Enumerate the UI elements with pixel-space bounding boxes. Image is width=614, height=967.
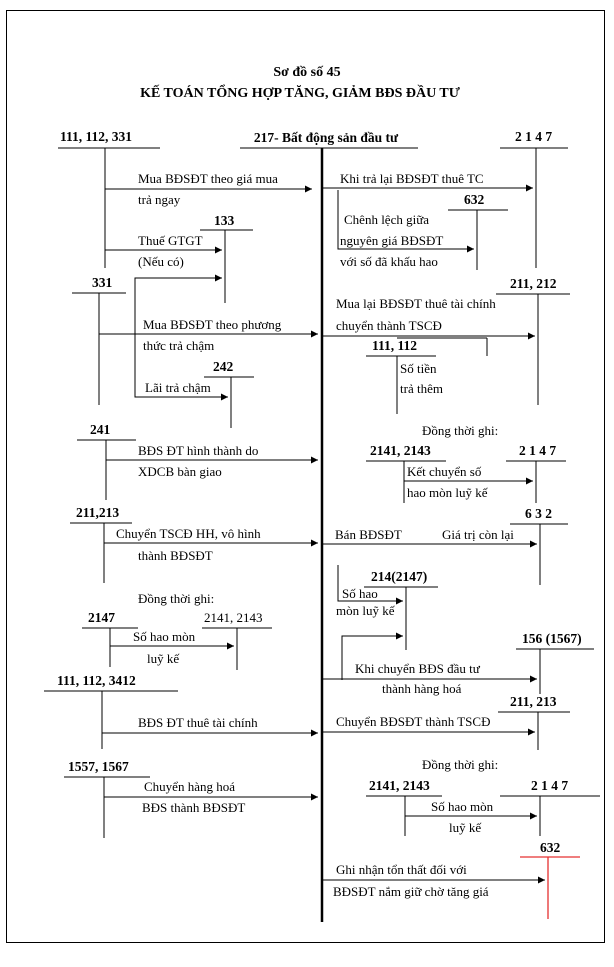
label-transfer-dep: Kết chuyển số <box>407 464 482 479</box>
label-concurrent-right-2: Đồng thời ghi: <box>422 757 498 772</box>
account-2147-left: 2147 <box>88 610 115 625</box>
account-242: 242 <box>213 359 234 374</box>
diagram-frame <box>6 10 605 943</box>
arrow-acc-dep-mid <box>337 565 403 605</box>
label-acc-dep-left-2: luỹ kế <box>147 651 180 666</box>
diagram-number: Sơ đồ số 45 <box>273 65 340 80</box>
account-2141-2143-left: 2141, 2143 <box>204 610 263 625</box>
label-goods-to: Chuyển hàng hoá <box>144 779 235 794</box>
label-loss-2: BĐSĐT nắm giữ chờ tăng giá <box>333 884 489 899</box>
label-remaining: Giá trị còn lại <box>442 527 514 542</box>
label-to-goods-2: thành hàng hoá <box>382 681 462 696</box>
label-acc-dep-mid: Số hao <box>342 586 378 601</box>
account-632-bottom: 632 <box>540 840 561 855</box>
label-fin-lease: BĐS ĐT thuê tài chính <box>138 715 258 730</box>
label-acc-dep-mid-2: mòn luỹ kế <box>336 603 396 618</box>
diagram-title: KẾ TOÁN TỔNG HỢP TĂNG, GIẢM BĐS ĐẦU TƯ <box>140 83 461 101</box>
label-diff-3: với số đã khấu hao <box>340 254 438 269</box>
label-diff-2: nguyên giá BĐSĐT <box>340 233 443 248</box>
label-buy-cash: Mua BĐSĐT theo giá mua <box>138 171 278 186</box>
account-632-top: 632 <box>464 192 485 207</box>
label-acc-dep-bottom: Số hao mòn <box>431 799 494 814</box>
account-2147-bottom: 2 1 4 7 <box>531 778 568 793</box>
label-rebuy: Mua lại BĐSĐT thuê tài chính <box>336 296 496 311</box>
account-632-mid: 6 3 2 <box>525 506 552 521</box>
label-return-fl: Khi trả lại BĐSĐT thuê TC <box>340 171 484 186</box>
account-211-213-left: 211,213 <box>76 505 119 520</box>
account-156-1567: 156 (1567) <box>522 631 582 646</box>
label-loss: Ghi nhận tổn thất đối với <box>336 862 467 877</box>
label-extra: Số tiền <box>400 361 437 376</box>
label-convert-fa: Chuyển TSCĐ HH, vô hình <box>116 526 261 541</box>
account-133: 133 <box>214 213 235 228</box>
label-vat: Thuế GTGT <box>138 233 203 248</box>
account-1557-1567: 1557, 1567 <box>68 759 129 774</box>
label-interest: Lãi trả chậm <box>145 380 211 395</box>
account-2141-2143-right-2: 2141, 2143 <box>369 778 430 793</box>
account-211-212: 211, 212 <box>510 276 557 291</box>
label-goods-to-2: BĐS thành BĐSĐT <box>142 800 245 815</box>
account-211-213-right: 211, 213 <box>510 694 557 709</box>
account-2147-top: 2 1 4 7 <box>515 129 552 144</box>
label-acc-dep-left: Số hao mòn <box>133 629 196 644</box>
label-buy-cash-2: trả ngay <box>138 192 181 207</box>
account-111-112-right: 111, 112 <box>372 338 417 353</box>
connector-dep-back <box>341 632 403 680</box>
account-111-112-331: 111, 112, 331 <box>60 129 132 144</box>
label-concurrent-right-1: Đồng thời ghi: <box>422 423 498 438</box>
center-account-label: 217- Bất động sản đầu tư <box>254 130 399 145</box>
arrow-diff <box>337 190 474 253</box>
label-deferred: Mua BĐSĐT theo phương <box>143 317 282 332</box>
label-deferred-2: thức trả chậm <box>143 338 214 353</box>
label-to-goods: Khi chuyển BĐS đầu tư <box>355 661 481 676</box>
label-rebuy-2: chuyển thành TSCĐ <box>336 318 442 333</box>
label-concurrent-left: Đồng thời ghi: <box>138 591 214 606</box>
account-111-112-3412: 111, 112, 3412 <box>57 673 136 688</box>
label-acc-dep-bottom-2: luỹ kế <box>449 820 482 835</box>
account-2141-2143-right-1: 2141, 2143 <box>370 443 431 458</box>
label-extra-2: trả thêm <box>400 381 443 396</box>
label-xdcb-2: XDCB bàn giao <box>138 464 222 479</box>
account-214-2147: 214(2147) <box>371 569 427 584</box>
label-xdcb: BĐS ĐT hình thành do <box>138 443 258 458</box>
label-convert-fa-2: thành BĐSĐT <box>138 548 213 563</box>
label-to-fa: Chuyển BĐSĐT thành TSCĐ <box>336 714 490 729</box>
arrow-interest <box>134 380 228 401</box>
account-331: 331 <box>92 275 113 290</box>
arrow-331-to-133 <box>134 274 222 380</box>
label-diff: Chênh lệch giữa <box>344 212 429 227</box>
label-sell: Bán BĐSĐT <box>335 527 402 542</box>
account-241: 241 <box>90 422 111 437</box>
label-transfer-dep-2: hao mòn luỹ kế <box>407 485 489 500</box>
label-vat-2: (Nếu có) <box>138 254 184 269</box>
account-2147-mid: 2 1 4 7 <box>519 443 556 458</box>
